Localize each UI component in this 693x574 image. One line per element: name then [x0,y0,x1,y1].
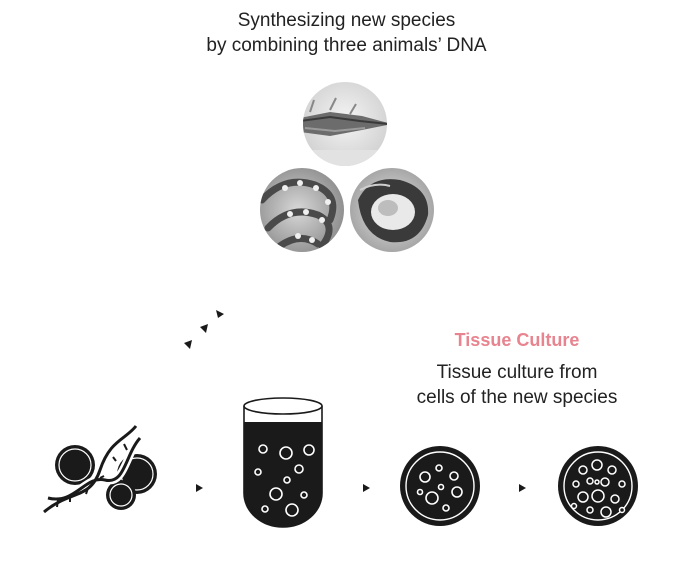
arrow-icon [200,324,208,333]
petri-dish-icon [400,446,480,526]
squid-photo [303,82,387,166]
arrow-icon [363,484,370,492]
petri-dish-dense-icon [558,446,638,526]
tissue-culture-heading: Tissue Culture [454,330,580,350]
title-line-1: Synthesizing new species [237,10,456,31]
octopus-photo [260,168,344,252]
arrow-icon [184,340,192,349]
tissue-culture-line-1: Tissue culture from [436,362,598,383]
arrow-icon [216,310,224,318]
tissue-culture-line-2: cells of the new species [416,387,618,408]
diagram-title: Synthesizing new species by combining th… [0,8,693,58]
connector-arrows [184,310,224,349]
title-line-2: by combining three animals’ DNA [206,35,487,56]
arrow-icon [196,484,203,492]
oyster-photo [350,168,434,252]
tissue-culture-description: Tissue culture from cells of the new spe… [392,360,642,410]
dna-cells-icon [41,423,157,516]
arrow-icon [519,484,526,492]
beaker-icon [243,397,323,528]
